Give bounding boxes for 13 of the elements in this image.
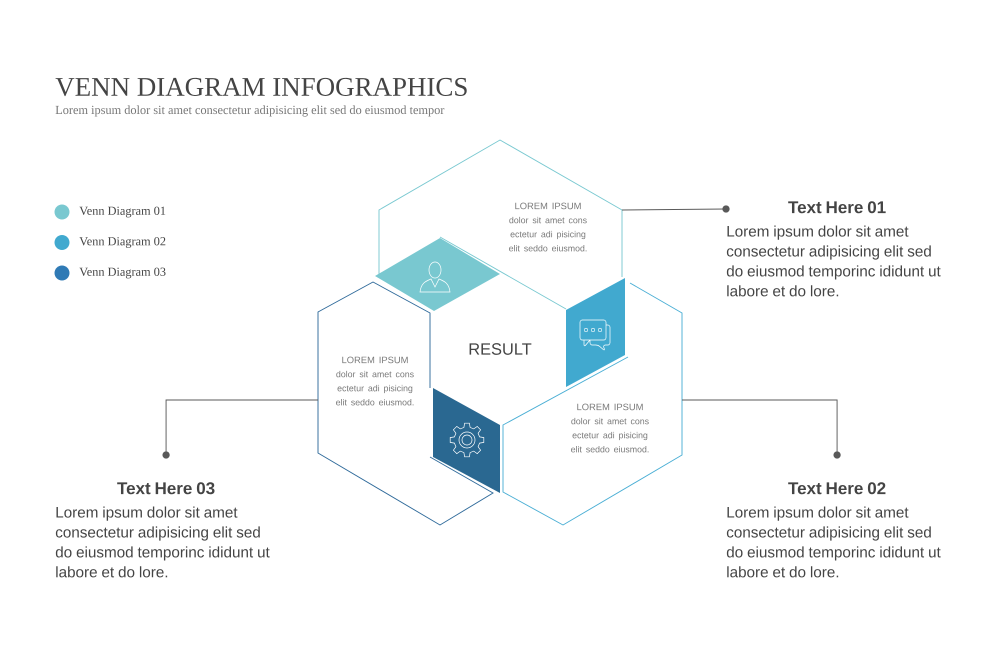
callout-text: Text Here 02 Lorem ipsum dolor sit amet consectetur adipisicing elit sed do eiusmod temporinc ididunt ut labore et do lore. [726,482,941,578]
legend-label: Venn Diagram 03 [79,268,166,278]
result-label: RESULT [470,343,532,355]
title: VENN DIAGRAM INFOGRAPHICS [56,78,467,96]
legend-label: Venn Diagram 01 [79,206,166,218]
callout-text: Text Here 03 Lorem ipsum dolor sit amet consectetur adipisicing elit sed do eiusmod temporinc ididunt ut labore et do lore. [56,482,270,578]
leader-line [682,400,841,459]
leader-line [622,205,730,213]
legend-label: Venn Diagram 02 [79,237,166,248]
callout-text: Text Here 01 Lorem ipsum dolor sit amet consectetur adipisicing elit sed do eiusmod temporinc ididunt ut labore et do lore. [726,201,941,296]
hexagon: LOREM IPSUM dolor sit amet cons ectetur adi pisicing elit seddo eiusmod. [378,139,622,310]
subtitle: Lorem ipsum dolor sit amet consectetur adipisicing elit sed do eiusmod tempor [56,105,444,117]
leader-line [162,400,318,459]
